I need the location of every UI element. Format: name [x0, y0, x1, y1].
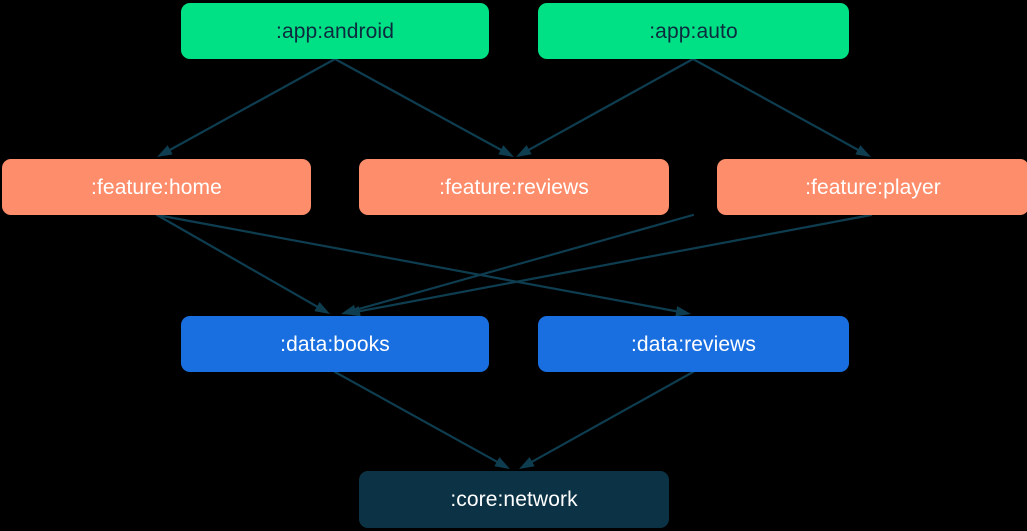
node-label: :feature:reviews [439, 175, 589, 199]
edge-app-auto-to-feature-reviews [516, 57, 695, 157]
edge-line [155, 213, 320, 309]
edge-arrowhead-icon [675, 306, 691, 317]
edge-line [529, 370, 695, 464]
edge-app-android-to-feature-reviews [333, 57, 514, 157]
edge-feature-home-to-data-books [155, 213, 330, 314]
node-app-android[interactable]: :app:android [181, 3, 489, 59]
node-data-reviews[interactable]: :data:reviews [538, 316, 849, 372]
edge-arrowhead-icon [516, 145, 532, 157]
edge-line [167, 57, 337, 152]
edge-arrowhead-icon [345, 306, 361, 317]
node-label: :feature:home [91, 175, 222, 199]
edge-arrowhead-icon [314, 302, 330, 314]
edge-arrowhead-icon [855, 145, 871, 157]
node-data-books[interactable]: :data:books [181, 316, 489, 372]
node-feature-player[interactable]: :feature:player [717, 159, 1027, 215]
node-feature-home[interactable]: :feature:home [2, 159, 311, 215]
edge-arrowhead-icon [494, 457, 510, 469]
node-label: :app:android [276, 19, 394, 43]
node-label: :core:network [450, 488, 578, 511]
edge-line [352, 213, 695, 312]
edge-app-auto-to-feature-player [691, 57, 871, 157]
edge-arrowhead-icon [519, 457, 535, 469]
node-feature-reviews[interactable]: :feature:reviews [359, 159, 669, 215]
edge-arrowhead-icon [498, 145, 514, 157]
edge-line [155, 213, 680, 313]
node-label: :feature:player [805, 175, 941, 199]
edge-arrowhead-icon [341, 304, 357, 315]
edge-line [691, 57, 861, 152]
edge-line [333, 57, 504, 152]
edge-line [333, 370, 500, 464]
edge-data-books-to-core-network [333, 370, 510, 469]
node-core-network[interactable]: :core:network [359, 471, 669, 528]
node-app-auto[interactable]: :app:auto [538, 3, 849, 59]
edge-feature-player-to-data-books [345, 213, 873, 317]
edge-feature-home-to-data-reviews [155, 213, 691, 317]
node-label: :app:auto [649, 19, 738, 43]
node-label: :data:reviews [630, 332, 757, 356]
edge-arrowhead-icon [157, 145, 173, 157]
edge-feature-reviews-to-data-books [341, 213, 695, 315]
node-label: :data:books [280, 332, 390, 356]
edge-data-reviews-to-core-network [519, 370, 695, 469]
edge-line [356, 213, 873, 313]
edge-line [526, 57, 695, 152]
edge-app-android-to-feature-home [157, 57, 337, 157]
